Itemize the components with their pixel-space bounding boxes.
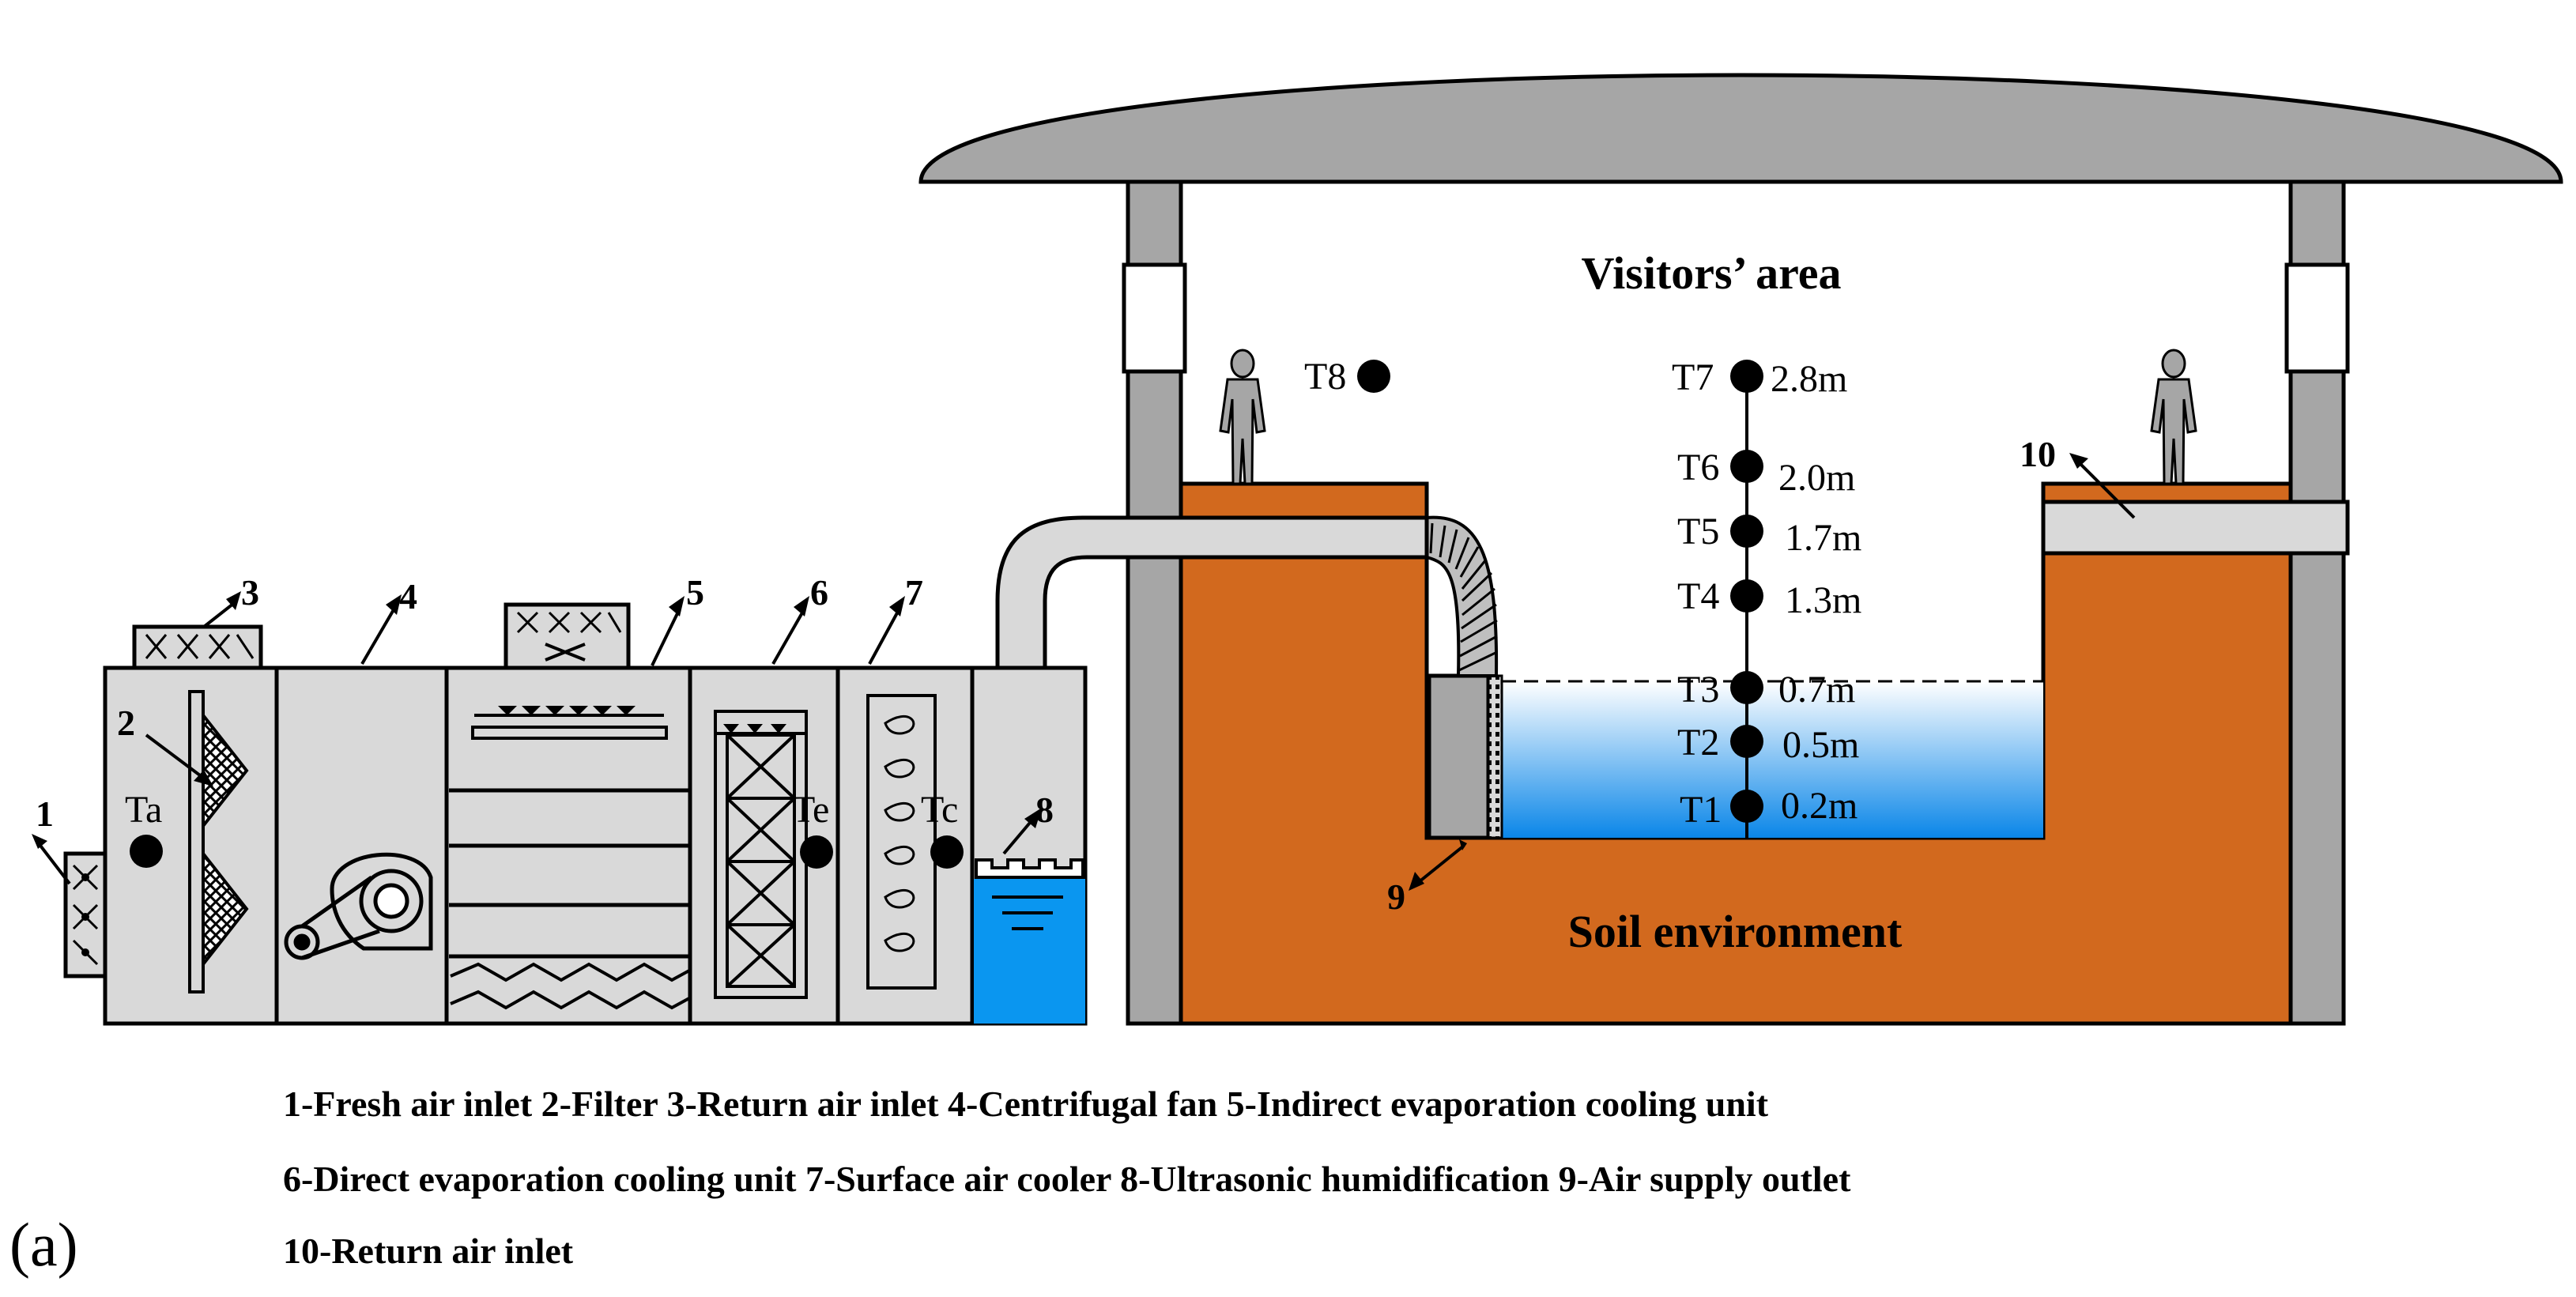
return-air-inlet-10	[2041, 500, 2350, 556]
pole-sensor-dot	[1730, 515, 1763, 548]
visitors-area-label: Visitors’ area	[1581, 247, 1841, 299]
pool-water	[1502, 681, 2043, 838]
direct-evaporation-unit-6	[714, 710, 808, 999]
arrow-4-head	[386, 594, 402, 615]
legend-line-3: 10-Return air inlet	[283, 1231, 574, 1271]
arrow-5-head	[669, 596, 685, 616]
indirect-evaporation-unit-5	[449, 602, 690, 1010]
pole-sensor-t6: T6 2.0m	[1677, 447, 1855, 499]
label-2: 2	[117, 703, 135, 743]
label-3: 3	[241, 572, 259, 613]
pole-sensor-dot	[1730, 671, 1763, 704]
pole-sensor-t2: T2 0.5m	[1677, 722, 1859, 766]
pole-sensor-height: 0.7m	[1778, 669, 1855, 711]
roof	[918, 73, 2563, 184]
air-supply-outlet-9	[1427, 673, 1491, 840]
pole-sensor-name: T4	[1677, 575, 1719, 617]
pole-sensor-t3: T3 0.7m	[1677, 669, 1855, 711]
arrow-7	[868, 608, 901, 665]
label-10: 10	[2020, 434, 2056, 474]
ultrasonic-humidifier-8	[975, 858, 1084, 930]
visitor-left-icon	[1219, 349, 1266, 485]
outlet-grille	[1487, 674, 1503, 839]
pole-sensors: T7 2.8m T6 2.0m T5 1.7m T4 1.3m T3 0.7m T2 0.5…	[1672, 356, 1861, 831]
pole-sensor-dot	[1730, 360, 1763, 393]
sensor-te-label: Te	[792, 789, 829, 831]
arrow-6	[771, 608, 806, 665]
arrow-2	[145, 733, 211, 784]
left-column-band	[1122, 262, 1187, 374]
label-4: 4	[399, 576, 417, 616]
sensor-t8-label: T8	[1304, 356, 1346, 398]
right-column-band	[2284, 262, 2350, 374]
sensor-te-dot	[800, 835, 833, 869]
pole-sensor-dot	[1730, 790, 1763, 823]
soil-environment-label: Soil environment	[1568, 906, 1903, 957]
legend-line-1: 1-Fresh air inlet 2-Filter 3-Return air …	[283, 1084, 1769, 1124]
label-7: 7	[905, 572, 923, 613]
legend-line-2: 6-Direct evaporation cooling unit 7-Surf…	[283, 1159, 1851, 1199]
sensor-tc-label: Tc	[921, 789, 958, 831]
pole-sensor-height: 0.5m	[1782, 724, 1859, 766]
pole-sensor-t1: T1 0.2m	[1680, 785, 1858, 831]
pole-sensor-t7: T7 2.8m	[1672, 356, 1847, 400]
label-6: 6	[810, 572, 828, 613]
supply-duct	[995, 515, 1429, 670]
pole-sensor-name: T3	[1677, 669, 1719, 711]
pole-sensor-t5: T5 1.7m	[1677, 511, 1861, 559]
pole-sensor-dot	[1730, 725, 1763, 758]
pole-sensor-dot	[1730, 450, 1763, 483]
return-air-inlet-3	[132, 624, 263, 670]
surface-air-cooler-7	[866, 694, 937, 990]
pole-sensor-name: T7	[1672, 356, 1714, 398]
pole-sensor-height: 0.2m	[1781, 785, 1858, 827]
pole-sensor-name: T1	[1680, 789, 1722, 831]
arrow-5	[651, 608, 681, 666]
pole-sensor-height: 2.8m	[1771, 358, 1847, 400]
visitor-right-icon	[2150, 349, 2197, 485]
arrow-2-head	[194, 770, 213, 786]
sensor-ta-label: Ta	[125, 789, 162, 831]
arrow-8	[1002, 816, 1035, 855]
arrow-6-head	[794, 596, 809, 616]
pole-sensor-name: T6	[1677, 447, 1719, 488]
sensor-ta-dot	[130, 835, 163, 868]
humidifier-tank-water	[974, 879, 1085, 1024]
arrow-1	[34, 838, 71, 885]
arrow-9-tail	[1459, 839, 1467, 850]
pole-sensor-name: T2	[1677, 722, 1719, 763]
pole-sensor-name: T5	[1677, 511, 1719, 552]
arrow-7-head	[889, 596, 905, 616]
pole-sensor-height: 1.3m	[1785, 579, 1861, 621]
sensor-t8-dot	[1357, 360, 1390, 393]
label-1: 1	[36, 794, 54, 834]
pole-sensor-height: 2.0m	[1778, 457, 1855, 499]
label-5: 5	[686, 572, 704, 613]
arrow-1-head	[32, 834, 47, 849]
flex-duct	[1425, 515, 1499, 677]
arrow-10-head	[2069, 453, 2088, 469]
fresh-air-inlet-1	[63, 851, 107, 978]
arrow-4	[360, 605, 397, 665]
arrow-3-head	[226, 591, 241, 610]
pole-sensor-t4: T4 1.3m	[1677, 575, 1861, 621]
panel-label: (a)	[9, 1210, 78, 1279]
pole-sensor-dot	[1730, 579, 1763, 613]
filter-2	[188, 690, 249, 993]
label-9: 9	[1387, 877, 1405, 917]
arrow-9-head	[1409, 872, 1424, 891]
arrow-10	[2073, 457, 2136, 519]
pole-sensor-height: 1.7m	[1785, 517, 1861, 559]
label-8: 8	[1035, 790, 1054, 830]
arrow-9	[1413, 844, 1465, 887]
centrifugal-fan-4	[284, 852, 433, 960]
arrow-8-head	[1024, 808, 1042, 828]
sensor-tc-dot	[930, 835, 964, 869]
pavilion	[918, 73, 2563, 1026]
flex-duct-ribs	[1429, 522, 1498, 672]
soil-body	[1179, 481, 2293, 1026]
